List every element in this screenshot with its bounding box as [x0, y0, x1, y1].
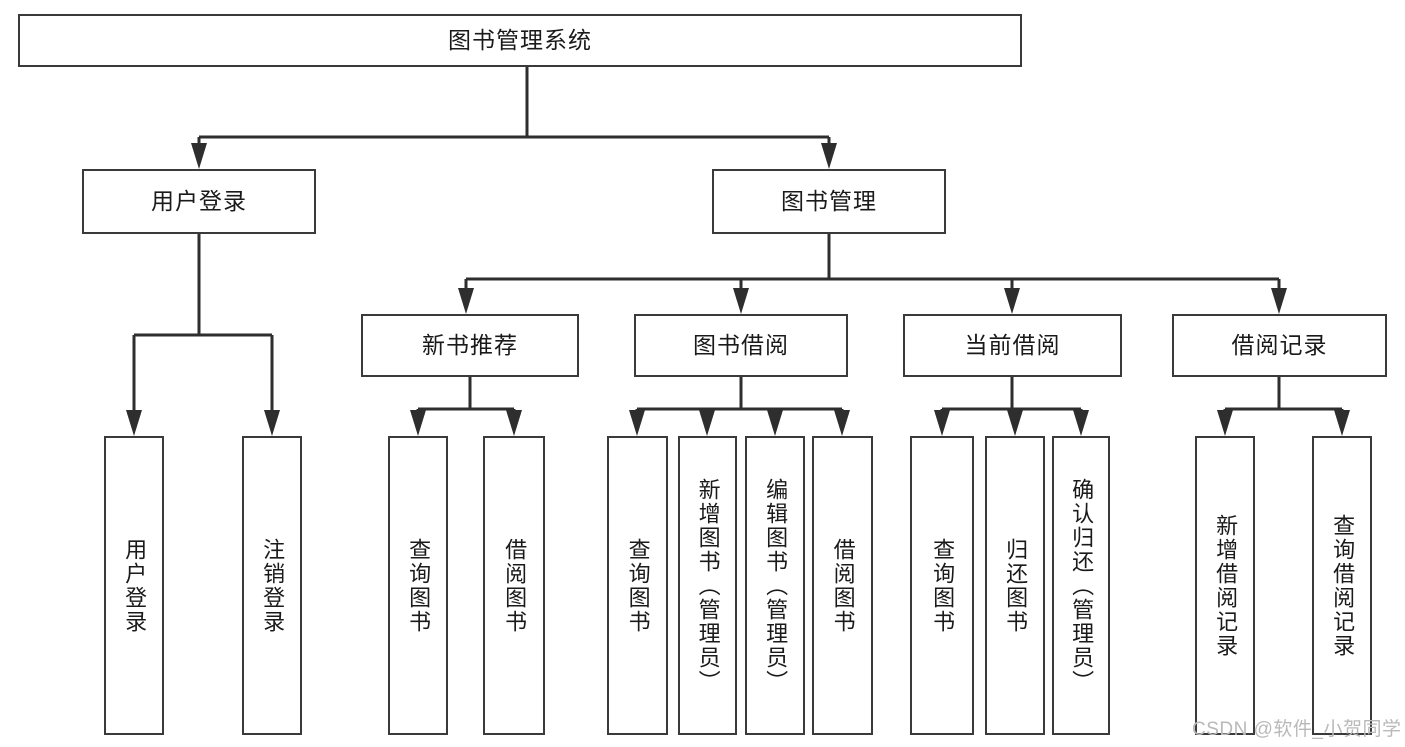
leaf-borrow-book-1[interactable]: 借阅图书: [483, 436, 545, 735]
leaf-query-borrow-record-label: 查询借阅记录: [1330, 513, 1356, 658]
leaf-edit-book-label: 编辑图书（管理员）: [763, 477, 789, 694]
leaf-confirm-return[interactable]: 确认归还（管理员）: [1052, 436, 1110, 735]
leaf-borrow-book-1-label: 借阅图书: [502, 537, 528, 634]
leaf-query-book-2-label: 查询图书: [625, 537, 651, 634]
node-current-borrow-label: 当前借阅: [964, 331, 1061, 358]
leaf-logout[interactable]: 注销登录: [242, 436, 302, 735]
leaf-query-book-3[interactable]: 查询图书: [910, 436, 974, 735]
leaf-user-login-label: 用户登录: [122, 537, 148, 634]
leaf-add-borrow-record[interactable]: 新增借阅记录: [1195, 436, 1255, 735]
leaf-query-book-2[interactable]: 查询图书: [607, 436, 668, 735]
leaf-return-book[interactable]: 归还图书: [985, 436, 1045, 735]
leaf-logout-label: 注销登录: [260, 537, 286, 634]
node-root[interactable]: 图书管理系统: [18, 14, 1022, 67]
leaf-add-book-label: 新增图书（管理员）: [695, 477, 721, 694]
leaf-return-book-label: 归还图书: [1003, 537, 1029, 634]
node-book-manage-label: 图书管理: [781, 187, 877, 214]
leaf-confirm-return-label: 确认归还（管理员）: [1069, 477, 1095, 694]
leaf-query-book-3-label: 查询图书: [930, 537, 956, 634]
node-borrow-record[interactable]: 借阅记录: [1172, 314, 1387, 377]
node-user-login-label: 用户登录: [151, 187, 247, 214]
node-user-login[interactable]: 用户登录: [82, 169, 316, 234]
leaf-query-book-1[interactable]: 查询图书: [388, 436, 448, 735]
watermark: CSDN @软件_小贺同学: [1192, 719, 1402, 740]
node-root-label: 图书管理系统: [448, 26, 592, 53]
node-book-borrow[interactable]: 图书借阅: [634, 314, 848, 377]
leaf-edit-book[interactable]: 编辑图书（管理员）: [745, 436, 805, 735]
leaf-user-login[interactable]: 用户登录: [104, 436, 164, 735]
node-new-book-recommend-label: 新书推荐: [422, 331, 518, 358]
node-current-borrow[interactable]: 当前借阅: [903, 314, 1122, 377]
node-borrow-record-label: 借阅记录: [1231, 331, 1328, 358]
node-book-borrow-label: 图书借阅: [693, 331, 789, 358]
leaf-add-borrow-record-label: 新增借阅记录: [1213, 513, 1239, 658]
leaf-query-borrow-record[interactable]: 查询借阅记录: [1312, 436, 1372, 735]
node-book-manage[interactable]: 图书管理: [712, 169, 946, 234]
leaf-query-book-1-label: 查询图书: [406, 537, 432, 634]
leaf-borrow-book-2-label: 借阅图书: [830, 537, 856, 634]
leaf-add-book[interactable]: 新增图书（管理员）: [678, 436, 737, 735]
node-new-book-recommend[interactable]: 新书推荐: [361, 314, 579, 377]
leaf-borrow-book-2[interactable]: 借阅图书: [812, 436, 873, 735]
